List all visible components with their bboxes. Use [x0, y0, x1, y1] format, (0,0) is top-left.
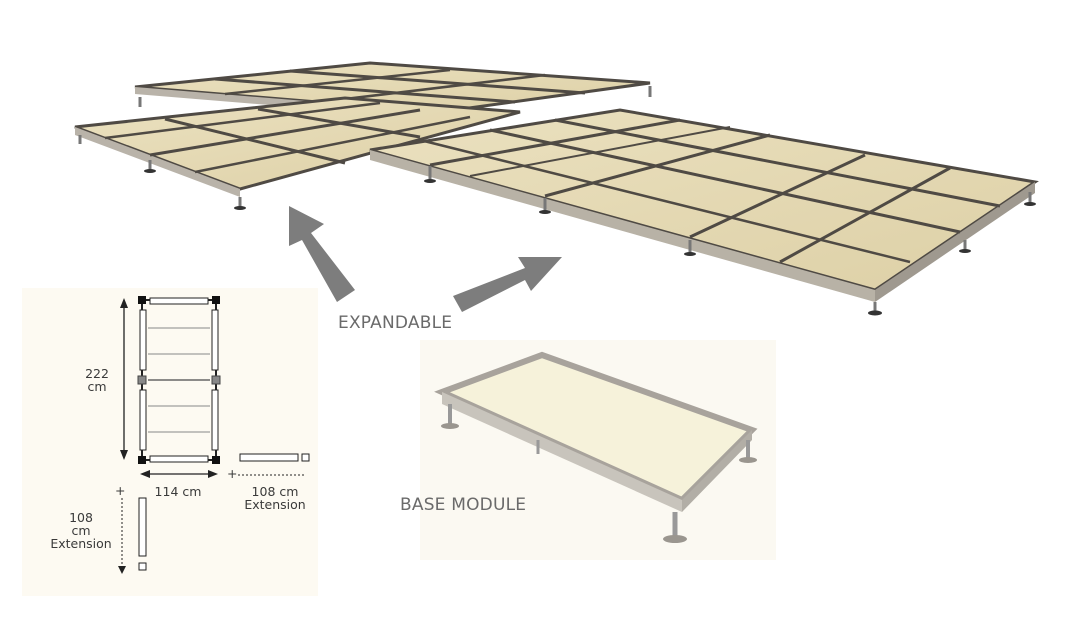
module-outline	[137, 296, 221, 464]
vertical-extension-value: 108	[69, 510, 93, 525]
height-dimension-label: 222 cm	[80, 367, 114, 393]
height-unit: cm	[87, 379, 107, 394]
base-module-render	[420, 340, 776, 560]
stage-section-lower-left	[74, 96, 521, 210]
vertical-extension-unit: cm	[71, 523, 91, 538]
vertical-extension-note: Extension	[50, 536, 112, 551]
height-dimension-line	[120, 298, 128, 460]
stage-section-main	[369, 108, 1039, 316]
expandable-label: EXPANDABLE	[338, 313, 453, 333]
vertical-extension-piece	[118, 497, 147, 574]
arrow-up-right-icon	[453, 257, 562, 312]
width-dimension-line	[140, 470, 218, 478]
horizontal-extension-note: Extension	[244, 497, 306, 512]
plus-sign-vertical: +	[115, 483, 126, 498]
horizontal-extension-piece	[238, 453, 310, 476]
arrow-up-left-icon	[289, 206, 355, 302]
height-value: 222	[85, 366, 109, 381]
horizontal-extension-value: 108 cm	[251, 484, 299, 499]
width-dimension-label: 114 cm	[154, 484, 202, 499]
base-module-label: BASE MODULE	[400, 495, 527, 515]
plus-sign-horizontal: +	[227, 466, 238, 481]
horizontal-extension-label: 108 cm Extension	[240, 485, 310, 511]
vertical-extension-label: 108 cm Extension	[46, 511, 116, 550]
dimension-schematic	[22, 288, 318, 596]
